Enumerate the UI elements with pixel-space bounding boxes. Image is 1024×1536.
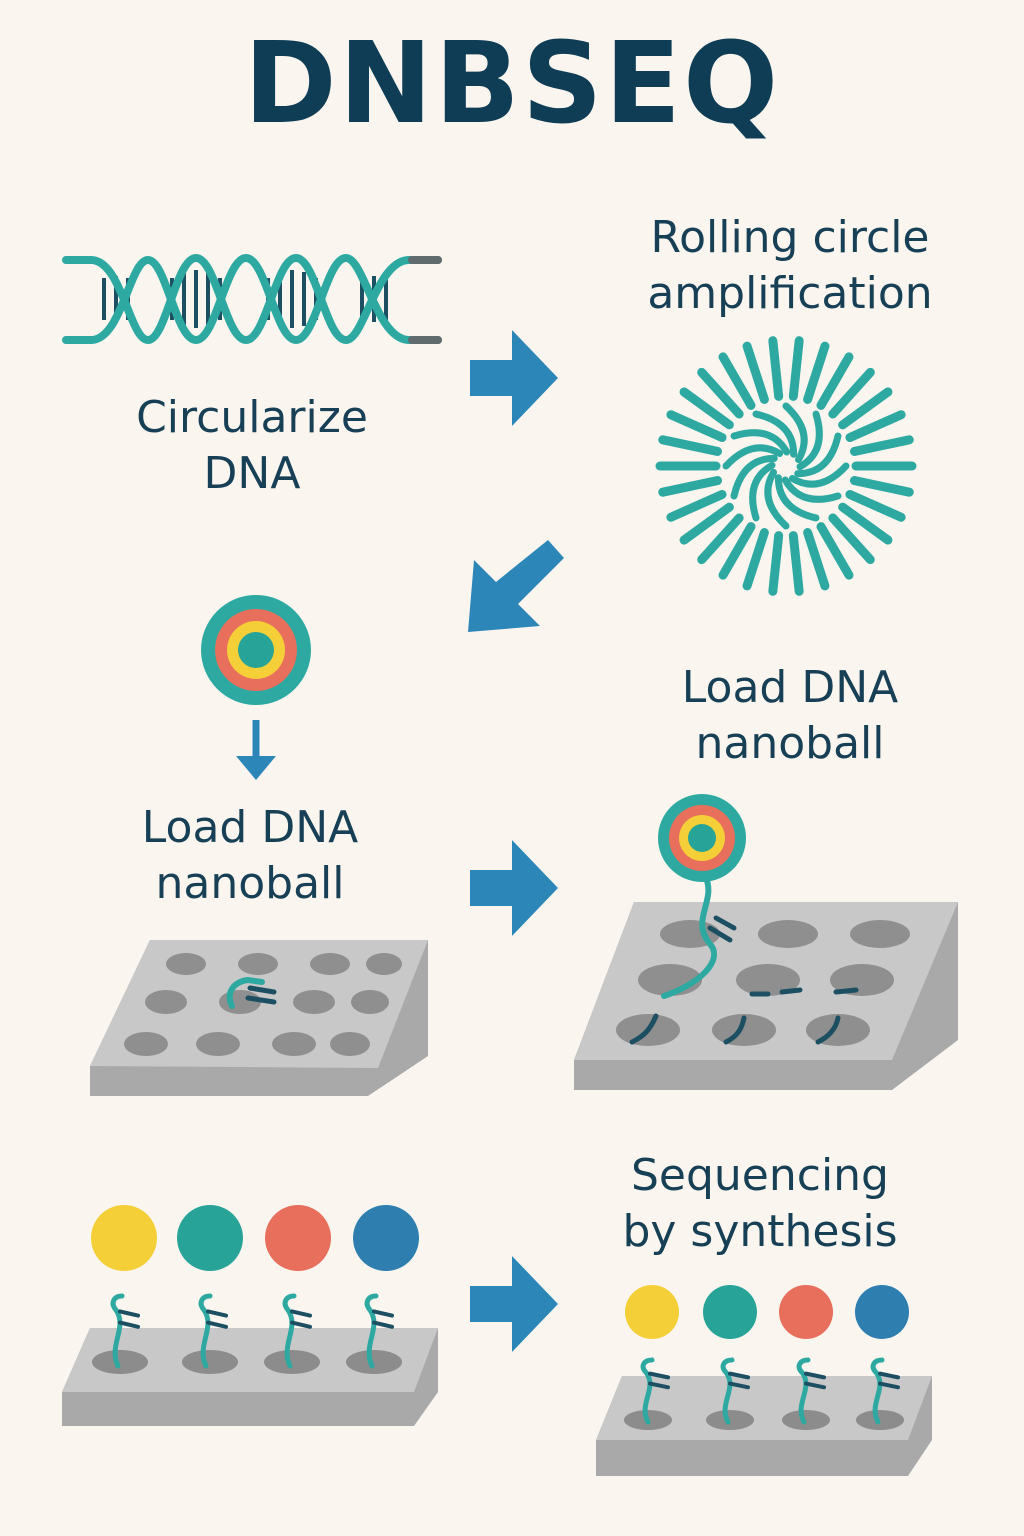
dna-strand xyxy=(198,1293,213,1369)
arrow-right-icon xyxy=(470,1256,558,1352)
dna-helix-icon xyxy=(62,253,442,345)
arrow-right-icon xyxy=(470,840,558,936)
dna-strand xyxy=(640,1357,655,1425)
helix-strand-a xyxy=(62,253,442,345)
label-rca-line2: amplification xyxy=(647,268,933,320)
label-load-dna-nanoball-right: Load DNA nanoball xyxy=(640,660,940,773)
nucleotide-blue xyxy=(353,1205,419,1271)
arrow-down-icon xyxy=(236,720,276,780)
rolling-circle-icon xyxy=(655,336,917,596)
label-load-left-line2: nanoball xyxy=(155,858,345,910)
nucleotide-yellow xyxy=(625,1285,679,1339)
arrow-right-icon xyxy=(470,330,558,426)
nucleotide-yellow xyxy=(91,1205,157,1271)
nucleotide-red xyxy=(265,1205,331,1271)
sequencing-chip-left xyxy=(62,1293,438,1426)
nucleotide-blue xyxy=(855,1285,909,1339)
label-load-left-line1: Load DNA xyxy=(141,802,359,853)
dna-strand xyxy=(796,1357,811,1425)
label-load-right-line1: Load DNA xyxy=(681,662,899,713)
dna-nanoball-icon xyxy=(658,794,746,999)
chip-wells xyxy=(124,953,402,1056)
flow-cell-chip-left xyxy=(90,940,428,1096)
dna-strand xyxy=(720,1357,735,1425)
dna-strand xyxy=(364,1293,379,1369)
dna-strand xyxy=(110,1293,125,1369)
nucleotide-red xyxy=(779,1285,833,1339)
label-sequencing-by-synthesis: Sequencing by synthesis xyxy=(590,1148,930,1261)
label-load-right-line2: nanoball xyxy=(695,718,885,770)
helix-strand-b xyxy=(62,253,442,345)
bound-strands xyxy=(629,915,859,1045)
label-sbs-line2: by synthesis xyxy=(622,1206,898,1258)
helix-rungs xyxy=(102,270,388,328)
label-circularize-line1: Circularize xyxy=(136,392,368,443)
nucleotide-teal xyxy=(703,1285,757,1339)
dna-strand xyxy=(282,1293,297,1369)
label-load-dna-nanoball-left: Load DNA nanoball xyxy=(100,800,400,913)
flow-cell-chip-right xyxy=(574,902,958,1090)
label-sbs-line1: Sequencing xyxy=(630,1150,889,1201)
sequencing-chip-right xyxy=(596,1357,932,1476)
arrow-down-left-icon xyxy=(468,540,564,632)
nucleotide-teal xyxy=(177,1205,243,1271)
nucleotide-dots-right xyxy=(625,1285,909,1339)
dna-nanoball-icon xyxy=(201,595,311,705)
label-circularize-line2: DNA xyxy=(203,448,301,500)
nucleotide-dots-left xyxy=(91,1205,419,1271)
label-rolling-circle-amplification: Rolling circle amplification xyxy=(610,210,970,323)
label-circularize-dna: Circularize DNA xyxy=(102,390,402,503)
dna-strand xyxy=(870,1357,885,1425)
label-rca-line1: Rolling circle xyxy=(650,212,930,263)
page-title: DNBSEQ xyxy=(243,19,781,149)
dna-strand xyxy=(226,976,265,1009)
